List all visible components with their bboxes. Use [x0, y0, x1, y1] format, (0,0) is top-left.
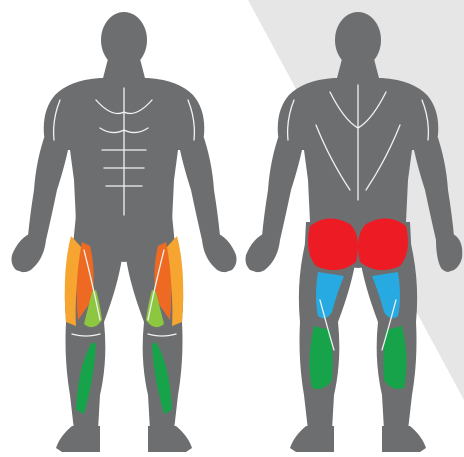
front-view — [12, 12, 237, 452]
back-gluteus-maximus-right — [358, 218, 408, 270]
back-gluteus-maximus-left — [308, 218, 358, 270]
front-body-silhouette — [12, 12, 237, 452]
